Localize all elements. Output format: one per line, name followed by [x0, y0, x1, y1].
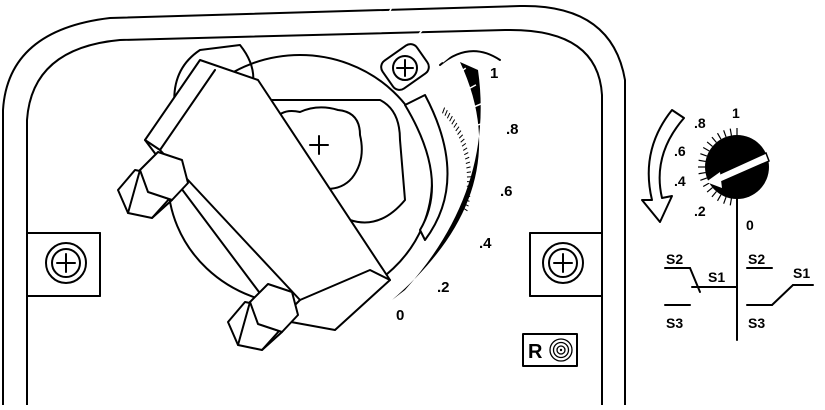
scale-tick — [453, 68, 465, 76]
scale-minor-tick — [463, 148, 467, 151]
scale-minor-tick — [452, 119, 455, 124]
scale-minor-tick — [458, 131, 461, 135]
scale-tick — [484, 197, 499, 198]
rotation-arrow-icon — [642, 110, 684, 222]
dial-tick — [703, 148, 709, 152]
scale-minor-tick — [447, 113, 450, 118]
dial-label: .6 — [674, 143, 686, 159]
scale-minor-tick — [466, 167, 470, 168]
scale-label: .6 — [500, 183, 513, 200]
scale-tick — [419, 322, 429, 333]
dial-tick — [718, 133, 722, 139]
scale-minor-tick — [462, 143, 466, 146]
dial-tick — [699, 173, 706, 174]
reversing-badge: R — [523, 334, 577, 366]
switch-label-s3: S3 — [748, 315, 765, 331]
scale-tick — [482, 215, 497, 218]
left-mounting-screw-icon — [46, 243, 86, 283]
dial-tick — [718, 195, 722, 201]
dial-label: .2 — [694, 203, 706, 219]
scale-minor-tick — [445, 110, 447, 116]
dial-label: 1 — [732, 105, 740, 121]
scale-minor-tick — [464, 208, 468, 210]
scale-label: 1 — [490, 65, 498, 82]
dial-tick — [724, 130, 726, 137]
scale-tick — [484, 159, 499, 161]
scale-minor-tick — [456, 127, 459, 131]
switch-label-s1: S1 — [708, 269, 725, 285]
scale-label: .2 — [437, 279, 450, 296]
scale-tick — [430, 38, 441, 49]
scale-minor-tick — [459, 135, 463, 139]
switch-label-s1: S1 — [793, 265, 810, 281]
scale-minor-tick — [450, 116, 453, 121]
switch-label-s3: S3 — [666, 315, 683, 331]
dial-tick — [724, 197, 726, 204]
scale-tick — [481, 140, 496, 143]
scale-minor-tick — [454, 123, 457, 128]
right-mounting-screw-icon — [543, 243, 583, 283]
scale-label: .8 — [506, 121, 519, 138]
dial-tick — [700, 154, 707, 156]
scale-minor-tick — [467, 172, 471, 173]
dial-tick — [707, 188, 712, 192]
spiral-icon — [550, 339, 572, 361]
scale-tick — [455, 281, 468, 289]
scale-label: .4 — [479, 235, 492, 252]
badge-letter: R — [528, 341, 543, 363]
scale-tick — [402, 13, 410, 25]
scale-tick — [432, 309, 443, 319]
switch-label-s2: S2 — [748, 251, 765, 267]
scale-label: 0 — [396, 307, 404, 324]
scale-minor-tick — [465, 157, 469, 159]
scale-minor-tick — [466, 162, 470, 163]
switch-symbol-left: S2 S1 S3 — [665, 251, 737, 331]
scale-minor-tick — [461, 139, 465, 142]
switch-symbol-right: S2 S1 S3 — [747, 251, 813, 331]
dial-label: 0 — [746, 217, 754, 233]
dial-tick — [699, 160, 706, 161]
dial-label: .4 — [674, 173, 686, 189]
dial-tick — [700, 178, 707, 180]
dial-label: .8 — [694, 115, 706, 131]
scale-minor-tick — [443, 108, 445, 114]
dial-tick — [712, 192, 716, 197]
scale-tick — [417, 25, 426, 37]
lower-bolt-icon — [228, 284, 298, 350]
scale-minor-tick — [467, 186, 471, 187]
dial-tick — [707, 142, 712, 146]
dial-tick — [712, 137, 716, 142]
dial-tick — [730, 129, 731, 136]
switch-label-s2: S2 — [666, 251, 683, 267]
scale-tick — [444, 296, 456, 305]
scale-minor-tick — [464, 153, 468, 155]
dial-tick — [730, 199, 731, 206]
dial-tick — [703, 183, 709, 187]
scale-tick — [464, 266, 477, 273]
